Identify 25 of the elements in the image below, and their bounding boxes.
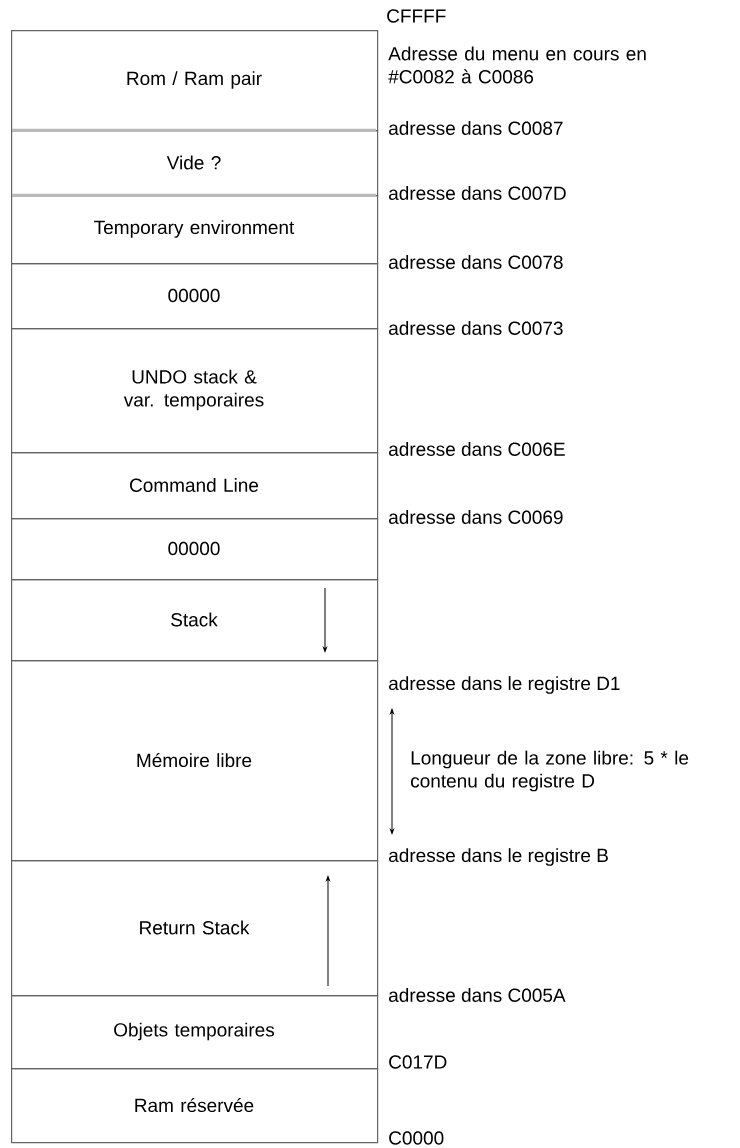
memory-band: Mémoire libre	[11, 660, 379, 862]
memory-band: Command Line	[11, 452, 379, 520]
memory-band: Return Stack	[11, 860, 379, 997]
address-label: adresse dans C006E	[389, 442, 565, 456]
memory-band: Temporary environment	[11, 195, 379, 265]
address-label: adresse dans C007D	[389, 186, 566, 200]
address-label: CFFFF	[387, 9, 446, 23]
memory-band: 00000	[11, 263, 379, 330]
memory-band: UNDO stack & var. temporaires	[11, 328, 379, 454]
address-label: adresse dans le registre B	[389, 848, 608, 866]
address-label: C017D	[389, 1055, 447, 1069]
memory-band: Stack	[11, 579, 379, 662]
address-label: adresse dans C0073	[389, 321, 563, 335]
memory-band: Vide ?	[11, 130, 379, 197]
memory-band: Ram réservée	[11, 1068, 379, 1144]
memory-band: Objets temporaires	[11, 995, 379, 1070]
address-label: adresse dans le registre D1	[389, 676, 620, 694]
address-label: adresse dans C005A	[389, 988, 566, 1002]
memory-band: Rom / Ram pair	[11, 30, 379, 132]
address-label: adresse dans C0078	[389, 255, 563, 269]
address-label: Adresse du menu en cours en #C0082 à C0086	[388, 46, 646, 84]
address-label: Longueur de la zone libre: 5 * le contenu du registre D	[411, 750, 689, 792]
address-label: adresse dans C0069	[389, 510, 563, 524]
address-label: adresse dans C0087	[389, 121, 563, 135]
memory-band: 00000	[11, 518, 379, 581]
